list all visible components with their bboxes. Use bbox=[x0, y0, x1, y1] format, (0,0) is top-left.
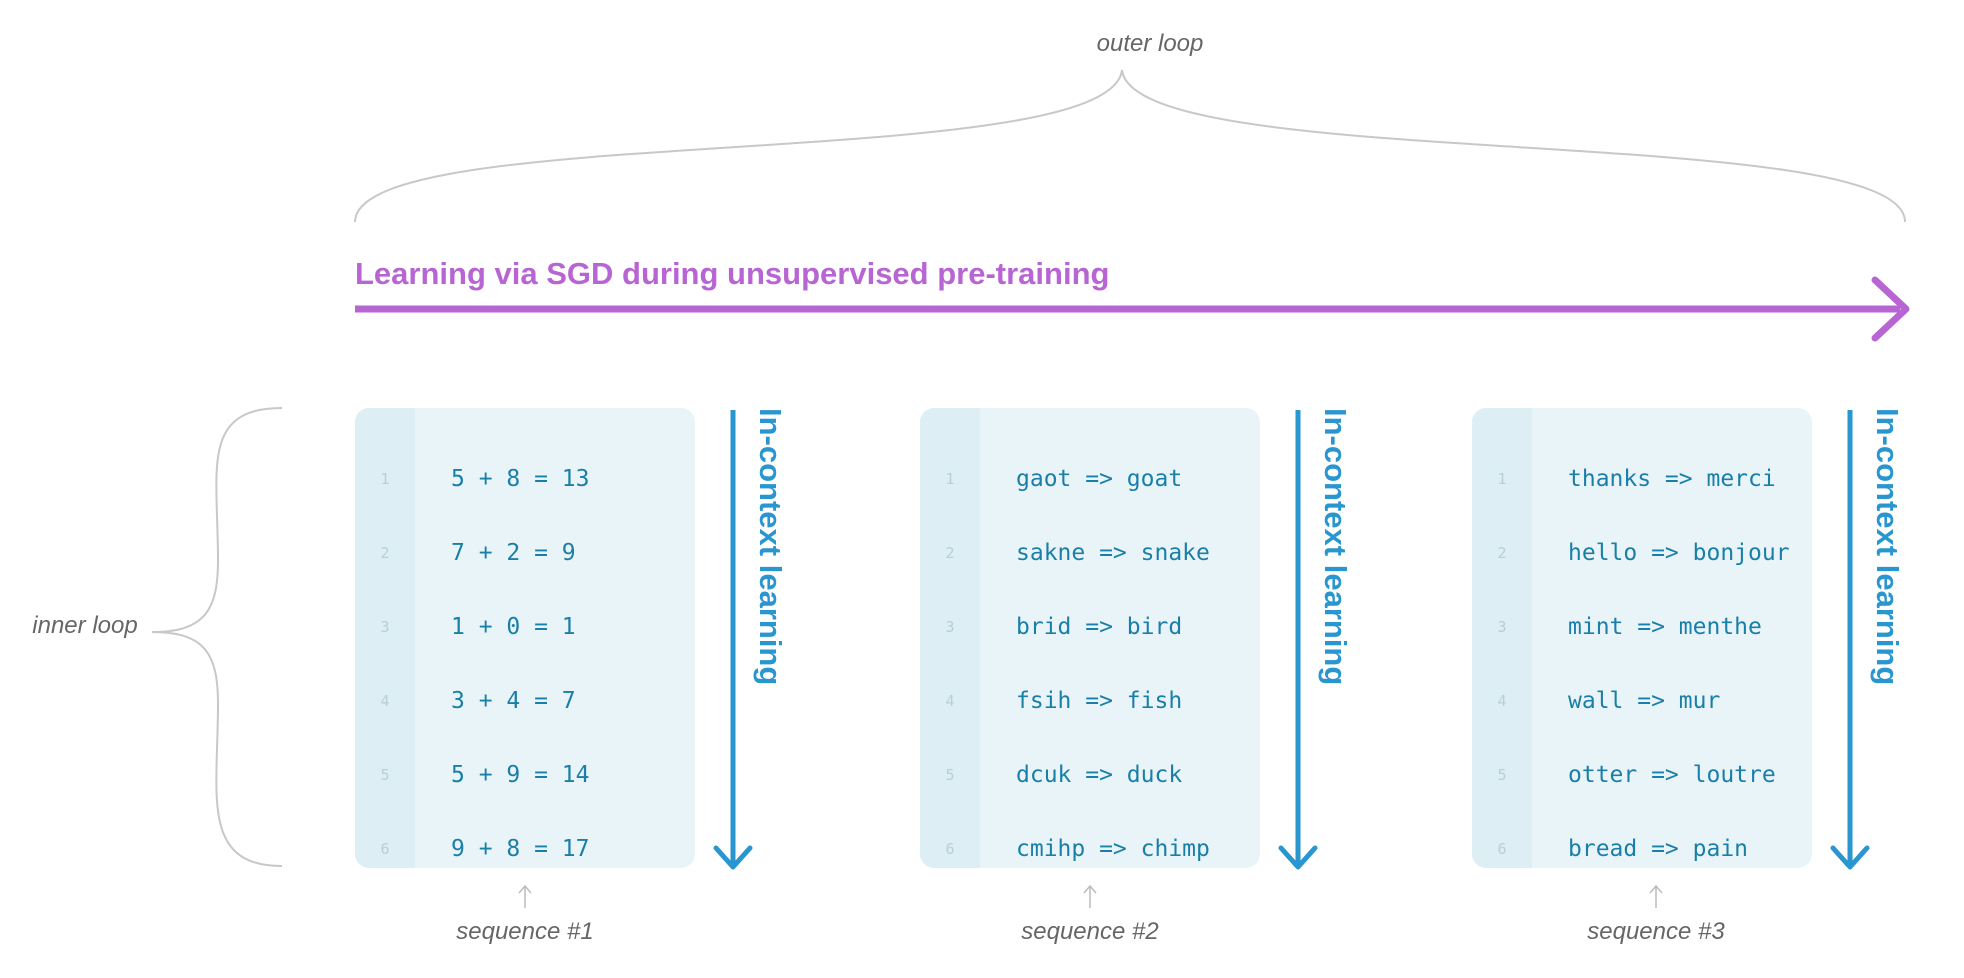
code-line: 2 7 + 2 = 9 bbox=[355, 534, 695, 574]
sequence-pointer-head-2 bbox=[1083, 884, 1097, 894]
code-line: 1 thanks => merci bbox=[1472, 460, 1812, 500]
code-text: cmihp => chimp bbox=[1016, 836, 1210, 862]
in-context-label-3: In-context learning bbox=[1870, 408, 1905, 686]
in-context-label-2: In-context learning bbox=[1318, 408, 1353, 686]
line-number: 4 bbox=[1497, 692, 1507, 710]
code-text: dcuk => duck bbox=[1016, 762, 1183, 788]
code-text: fsih => fish bbox=[1016, 688, 1183, 714]
outer-loop-brace bbox=[354, 69, 1906, 223]
line-number: 2 bbox=[1497, 544, 1507, 562]
in-context-arrow-head-1 bbox=[713, 845, 753, 870]
sequence-label-1: sequence #1 bbox=[456, 918, 594, 945]
code-line: 2 sakne => snake bbox=[920, 534, 1260, 574]
line-number: 3 bbox=[945, 618, 955, 636]
sequence-label-3: sequence #3 bbox=[1587, 918, 1725, 945]
code-text: 7 + 2 = 9 bbox=[451, 540, 576, 566]
line-number: 4 bbox=[380, 692, 390, 710]
outer-loop-label: outer loop bbox=[1096, 30, 1204, 57]
code-text: otter => loutre bbox=[1568, 762, 1776, 788]
code-text: gaot => goat bbox=[1016, 466, 1183, 492]
code-text: 3 + 4 = 7 bbox=[451, 688, 576, 714]
in-context-arrow-head-3 bbox=[1830, 845, 1870, 870]
line-number-gutter bbox=[1472, 408, 1532, 868]
code-line: 4 fsih => fish bbox=[920, 682, 1260, 722]
line-number-gutter bbox=[355, 408, 415, 868]
code-line: 5 dcuk => duck bbox=[920, 756, 1260, 796]
code-line: 4 wall => mur bbox=[1472, 682, 1812, 722]
code-text: 1 + 0 = 1 bbox=[451, 614, 576, 640]
code-line: 6 bread => pain bbox=[1472, 830, 1812, 868]
sequence-panel-1: 1 5 + 8 = 13 2 7 + 2 = 9 3 1 + 0 = 1 4 3 + 4… bbox=[355, 408, 695, 868]
sequence-pointer-head-1 bbox=[518, 884, 532, 894]
line-number: 1 bbox=[380, 470, 390, 488]
code-line: 5 otter => loutre bbox=[1472, 756, 1812, 796]
in-context-label-1: In-context learning bbox=[753, 408, 788, 686]
code-text: wall => mur bbox=[1568, 688, 1721, 714]
line-number: 5 bbox=[945, 766, 955, 784]
code-line: 3 1 + 0 = 1 bbox=[355, 608, 695, 648]
line-number: 5 bbox=[1497, 766, 1507, 784]
line-number: 6 bbox=[945, 840, 955, 858]
in-context-arrow-head-2 bbox=[1278, 845, 1318, 870]
code-text: bread => pain bbox=[1568, 836, 1749, 862]
code-text: 5 + 9 = 14 bbox=[451, 762, 590, 788]
code-line: 3 brid => bird bbox=[920, 608, 1260, 648]
inner-loop-brace bbox=[151, 407, 283, 867]
line-number: 2 bbox=[380, 544, 390, 562]
code-text: 9 + 8 = 17 bbox=[451, 836, 590, 862]
line-number-gutter bbox=[920, 408, 980, 868]
line-number: 5 bbox=[380, 766, 390, 784]
sgd-label: Learning via SGD during unsupervised pre… bbox=[355, 256, 1110, 291]
code-text: sakne => snake bbox=[1016, 540, 1210, 566]
code-text: thanks => merci bbox=[1568, 466, 1776, 492]
line-number: 2 bbox=[945, 544, 955, 562]
line-number: 6 bbox=[1497, 840, 1507, 858]
sequence-pointer-head-3 bbox=[1649, 884, 1663, 894]
sequence-panel-2: 1 gaot => goat 2 sakne => snake 3 brid => b… bbox=[920, 408, 1260, 868]
code-text: hello => bonjour bbox=[1568, 540, 1790, 566]
code-line: 1 gaot => goat bbox=[920, 460, 1260, 500]
code-line: 1 5 + 8 = 13 bbox=[355, 460, 695, 500]
line-number: 1 bbox=[945, 470, 955, 488]
code-line: 4 3 + 4 = 7 bbox=[355, 682, 695, 722]
sequence-panel-3: 1 thanks => merci 2 hello => bonjour 3 mint… bbox=[1472, 408, 1812, 868]
sequence-label-2: sequence #2 bbox=[1021, 918, 1159, 945]
line-number: 1 bbox=[1497, 470, 1507, 488]
code-line: 6 9 + 8 = 17 bbox=[355, 830, 695, 868]
code-line: 3 mint => menthe bbox=[1472, 608, 1812, 648]
line-number: 3 bbox=[380, 618, 390, 636]
line-number: 4 bbox=[945, 692, 955, 710]
sgd-arrow-head bbox=[1871, 276, 1910, 342]
line-number: 6 bbox=[380, 840, 390, 858]
code-line: 2 hello => bonjour bbox=[1472, 534, 1812, 574]
code-line: 6 cmihp => chimp bbox=[920, 830, 1260, 868]
line-number: 3 bbox=[1497, 618, 1507, 636]
code-text: 5 + 8 = 13 bbox=[451, 466, 590, 492]
inner-loop-label: inner loop bbox=[32, 612, 138, 639]
code-line: 5 5 + 9 = 14 bbox=[355, 756, 695, 796]
code-text: mint => menthe bbox=[1568, 614, 1762, 640]
code-text: brid => bird bbox=[1016, 614, 1183, 640]
